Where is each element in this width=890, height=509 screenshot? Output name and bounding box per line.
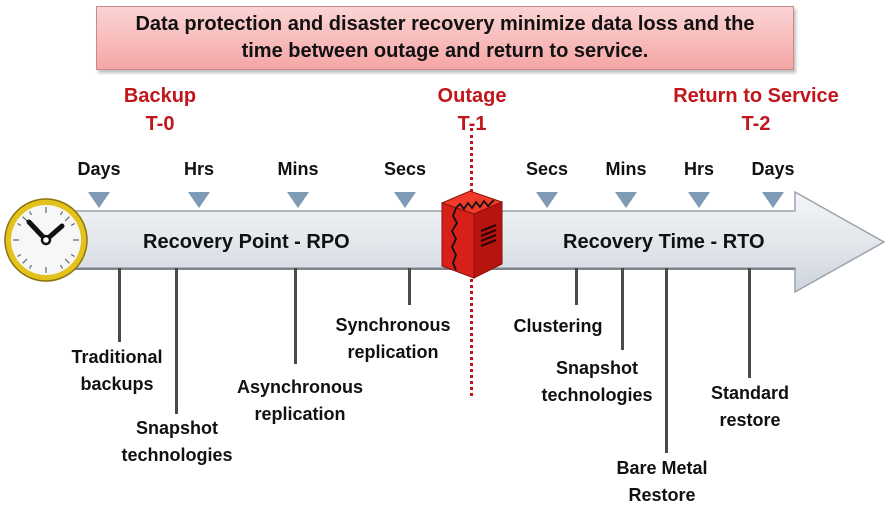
milestone-return-label: Return to Service (673, 85, 839, 107)
rto-tick-hrs: Hrs (683, 159, 714, 179)
rpo-item-snapshot-technologies: Snapshot technologies (117, 415, 237, 469)
rpo-item-synchronous-replication: Synchronous replication (333, 312, 453, 366)
rpo-item-asynchronous-replication: Asynchronous replication (230, 374, 370, 428)
rto-item-standard-restore: Standard restore (690, 380, 810, 434)
rto-tick-days: Days (751, 159, 795, 179)
milestone-backup-code: T-0 (145, 113, 175, 135)
item-line-1: Asynchronous (236, 377, 364, 397)
rpo-tick-secs: Secs (383, 159, 427, 179)
rto-marker-hrs (688, 192, 710, 208)
milestone-return: Return to Service T-2 (656, 82, 856, 138)
rpo-marker-days (88, 192, 110, 208)
milestone-outage: Outage T-1 (412, 82, 532, 138)
item-line-2: replication (347, 342, 439, 362)
rto-marker-secs (536, 192, 558, 208)
rpo-stem-traditional (118, 268, 121, 342)
item-line-1: Synchronous (335, 315, 451, 335)
rpo-stem-async (294, 268, 297, 364)
item-line-2: replication (254, 404, 346, 424)
banner-line-1: Data protection and disaster recovery mi… (135, 13, 755, 35)
milestone-backup: Backup T-0 (100, 82, 220, 138)
item-line-2: technologies (121, 445, 233, 465)
item-line-1: Standard (710, 383, 789, 403)
rpo-item-traditional-backups: Traditional backups (57, 344, 177, 398)
rto-item-snapshot-technologies: Snapshot technologies (537, 355, 657, 409)
banner-line-2: time between outage and return to servic… (241, 40, 649, 62)
item-line-2: Restore (628, 485, 696, 505)
rpo-tick-days: Days (77, 159, 121, 179)
broken-server-icon (440, 190, 504, 279)
item-line-1: Snapshot (555, 358, 638, 378)
rto-tick-mins: Mins (605, 159, 647, 179)
item-line-1: Clustering (513, 316, 603, 336)
item-line-1: Traditional (71, 347, 163, 367)
item-line-2: restore (719, 410, 781, 430)
rto-tick-secs: Secs (525, 159, 569, 179)
rpo-marker-mins (287, 192, 309, 208)
item-line-2: technologies (541, 385, 653, 405)
milestone-outage-label: Outage (437, 85, 507, 107)
rpo-stem-snapshot (175, 268, 178, 414)
rpo-title: Recovery Point - RPO (143, 231, 350, 253)
rpo-marker-hrs (188, 192, 210, 208)
rpo-marker-secs (394, 192, 416, 208)
rpo-tick-mins: Mins (277, 159, 319, 179)
rto-marker-days (762, 192, 784, 208)
item-line-1: Snapshot (135, 418, 218, 438)
milestone-outage-code: T-1 (457, 113, 487, 135)
clock-icon (4, 198, 88, 282)
rto-stem-baremetal (665, 268, 668, 453)
rpo-tick-hrs: Hrs (183, 159, 214, 179)
rto-marker-mins (615, 192, 637, 208)
item-line-2: backups (80, 374, 154, 394)
rto-stem-clustering (575, 268, 578, 305)
rto-stem-snapshot (621, 268, 624, 350)
item-line-1: Bare Metal (616, 458, 708, 478)
milestone-return-code: T-2 (741, 113, 771, 135)
rto-item-bare-metal-restore: Bare Metal Restore (602, 455, 722, 509)
milestone-backup-label: Backup (123, 85, 197, 107)
rto-stem-standard (748, 268, 751, 378)
rto-title: Recovery Time - RTO (563, 231, 765, 253)
rto-item-clustering: Clustering (503, 313, 613, 340)
rpo-stem-sync (408, 268, 411, 305)
summary-banner: Data protection and disaster recovery mi… (96, 6, 794, 70)
